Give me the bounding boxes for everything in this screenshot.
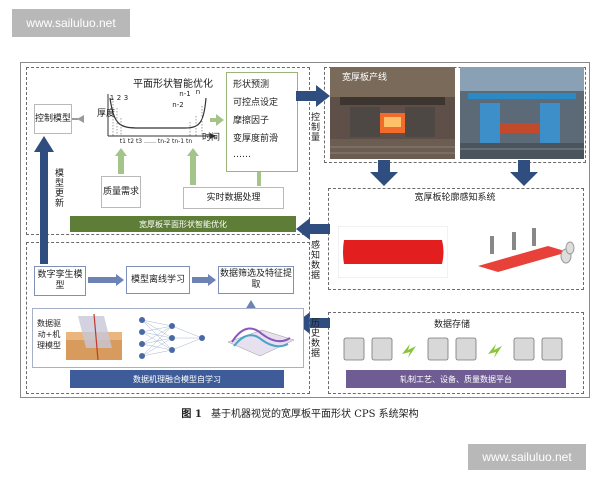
list-item: 变厚度前滑 [233,134,279,144]
storage-panel [328,312,584,394]
data-screening-box: 数据筛选及特征提取 [218,266,294,294]
list-item: 形状预测 [233,80,270,90]
history-arrow [296,312,330,334]
production-line-photo-right [460,67,584,159]
offline-learning-box: 模型离线学习 [126,266,190,294]
figure-caption: 图 1 基于机器视觉的宽厚板平面形状 CPS 系统架构 [140,405,460,420]
thickness-axis-label: 厚度 [96,109,115,119]
model-update-label: 模型更新 [53,168,63,208]
plate-contour-diagram [338,226,448,278]
digital-twin-box: 数字孪生模型 [34,266,86,296]
hybrid-model-label: 数据驱动+机理模型 [37,319,61,350]
curve-label-n: n [195,88,201,96]
realtime-processing-box: 实时数据处理 [183,187,284,209]
production-line-panel [324,67,586,163]
thickness-curve-diagram [107,94,216,139]
list-item: …… [233,150,251,160]
control-arrow [296,85,330,107]
sense-arrow [296,218,330,240]
time-ticks: t1 t2 t3 …… tn-2 tn-1 tn [119,138,193,145]
watermark-top: www.sailuluo.net [12,9,130,37]
quality-demand-box: 质量需求 [101,176,141,208]
sensing-panel [328,188,584,290]
optimization-title: 平面形状智能优化 [133,79,213,90]
surface-plot-image [227,327,295,357]
neural-network-image [139,317,205,359]
production-line-photo-left [330,67,455,159]
sensing-title: 宽厚板轮廓感知系统 [414,193,496,203]
storage-bar: 轧制工艺、设备、质量数据平台 [346,370,566,388]
curve-label-n-1: n-1 [179,90,191,98]
curve-label-1: 1 [109,94,115,102]
control-qty-label: 控制量 [309,112,319,142]
database-icons [343,337,563,361]
control-model-box: 控制模型 [34,104,72,134]
storage-title: 数据存储 [433,320,470,330]
curve-label-n-2: n-2 [172,101,184,109]
optimization-panel [26,67,310,235]
mechanism-image [66,313,122,361]
roll-sensor-diagram [478,228,575,272]
list-item: 摩擦因子 [233,116,270,126]
photo-label: 宽厚板产线 [342,73,388,83]
figure-caption-text: 基于机器视觉的宽厚板平面形状 CPS 系统架构 [211,409,419,420]
parameter-list-box: 形状预测 可控点设定 摩擦因子 变厚度前滑 …… [226,72,298,172]
history-data-label: 历史数据 [309,318,319,358]
optimization-bar: 宽厚板平面形状智能优化 [70,216,296,232]
curve-label-2: 2 [116,94,122,102]
figure-number: 图 1 [181,409,202,420]
list-item: 可控点设定 [233,98,279,108]
learning-panel [26,242,310,394]
time-axis-label: 时间 [201,133,220,143]
learning-bar: 数据机理融合模型自学习 [70,370,284,388]
watermark-bottom: www.sailuluo.net [468,444,586,470]
sense-data-label: 感知数据 [309,240,319,280]
curve-label-3: 3 [123,94,129,102]
